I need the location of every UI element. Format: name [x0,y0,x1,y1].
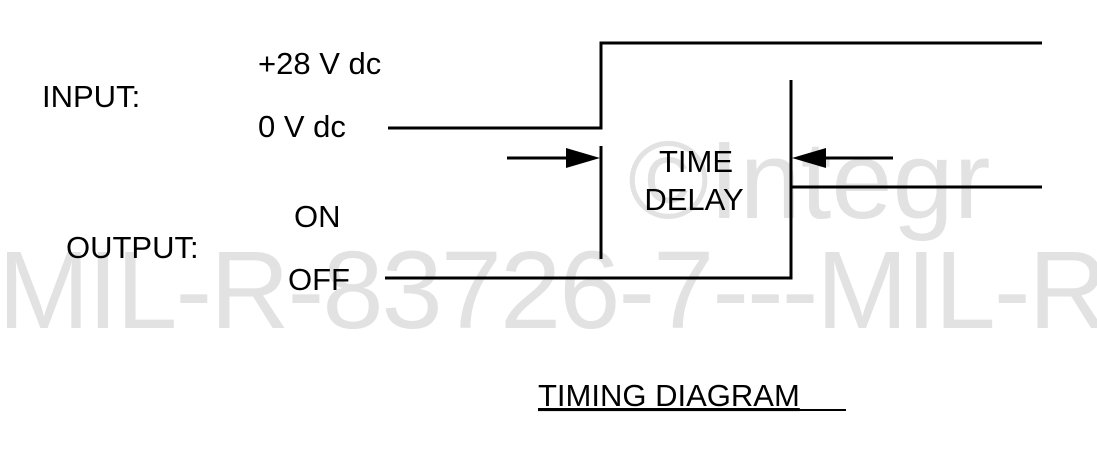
watermark-part-number: MIL-R-83726-7---MIL-R [0,229,1097,352]
time-delay-line1: TIME [659,144,733,179]
right-pointing-arrowhead-icon [566,148,600,168]
diagram-caption: TIMING DIAGRAM [538,378,800,413]
output-label: OUTPUT: [66,230,199,265]
input-low-label: 0 V dc [258,109,346,144]
output-on-label: ON [294,199,341,234]
input-high-label: +28 V dc [258,46,381,81]
time-delay-line2: DELAY [644,182,743,217]
output-off-label: OFF [288,262,350,297]
left-pointing-arrowhead-icon [792,148,826,168]
watermark-copyright: ©Integr [628,119,990,242]
input-label: INPUT: [42,79,140,114]
input-signal-line [388,41,1042,130]
